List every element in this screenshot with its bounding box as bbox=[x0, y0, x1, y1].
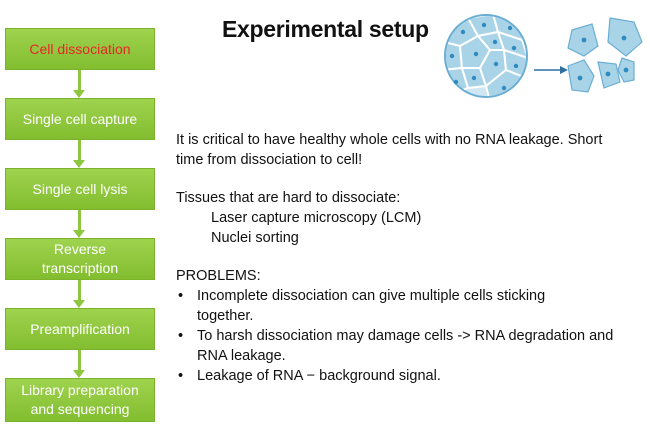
problem-item: Incomplete dissociation can give multipl… bbox=[176, 286, 646, 326]
problem-item: To harsh dissociation may damage cells -… bbox=[176, 326, 646, 366]
connector-line bbox=[78, 350, 81, 372]
intro-line: It is critical to have healthy whole cel… bbox=[176, 132, 603, 148]
problem-line: Incomplete dissociation can give multipl… bbox=[197, 288, 546, 304]
step-label: Single cell capture bbox=[22, 110, 138, 127]
step-label-line: Reverse bbox=[53, 241, 107, 257]
step-reverse-transcription: Reverse transcription bbox=[5, 238, 155, 280]
step-label-line: and sequencing bbox=[30, 401, 130, 417]
step-single-cell-lysis: Single cell lysis bbox=[5, 168, 155, 210]
connector-line bbox=[78, 210, 81, 232]
problem-line: RNA leakage. bbox=[197, 348, 286, 364]
arrow-down-icon bbox=[73, 370, 85, 378]
step-label: Preamplification bbox=[30, 320, 130, 337]
connector-line bbox=[78, 280, 81, 302]
problem-item: Leakage of RNA − background signal. bbox=[176, 366, 646, 386]
step-cell-dissociation: Cell dissociation bbox=[5, 28, 155, 70]
arrow-right-icon bbox=[534, 66, 568, 74]
page-title: Experimental setup bbox=[222, 16, 429, 42]
tissue-method: Nuclei sorting bbox=[211, 230, 299, 246]
step-label: Single cell lysis bbox=[32, 180, 128, 197]
step-single-cell-capture: Single cell capture bbox=[5, 98, 155, 140]
arrow-down-icon bbox=[73, 90, 85, 98]
slide-body: It is critical to have healthy whole cel… bbox=[176, 130, 646, 386]
cell-dissociation-illustration bbox=[444, 14, 643, 98]
step-preamplification: Preamplification bbox=[5, 308, 155, 350]
step-label-line: transcription bbox=[41, 260, 119, 276]
intro-text: It is critical to have healthy whole cel… bbox=[176, 130, 646, 170]
tissues-heading: Tissues that are hard to dissociate: bbox=[176, 190, 401, 206]
problem-line: To harsh dissociation may damage cells -… bbox=[197, 328, 614, 344]
workflow-diagram: Cell dissociation Single cell capture Si… bbox=[0, 0, 170, 425]
step-library-preparation: Library preparation and sequencing bbox=[5, 378, 155, 422]
arrow-down-icon bbox=[73, 160, 85, 168]
arrow-down-icon bbox=[73, 230, 85, 238]
connector-line bbox=[78, 70, 81, 92]
step-label-line: Library preparation bbox=[21, 382, 139, 398]
step-label: Cell dissociation bbox=[29, 40, 131, 57]
problems-list: Incomplete dissociation can give multipl… bbox=[176, 286, 646, 386]
problem-line: together. bbox=[197, 308, 254, 324]
tissue-dish-icon bbox=[444, 14, 528, 98]
problems-heading: PROBLEMS: bbox=[176, 268, 261, 284]
connector-line bbox=[78, 140, 81, 162]
intro-line: time from dissociation to cell! bbox=[176, 152, 363, 168]
problem-line: Leakage of RNA − background signal. bbox=[197, 368, 441, 384]
tissue-method: Laser capture microscopy (LCM) bbox=[211, 210, 422, 226]
dissociated-cells-icon bbox=[567, 17, 643, 93]
arrow-down-icon bbox=[73, 300, 85, 308]
